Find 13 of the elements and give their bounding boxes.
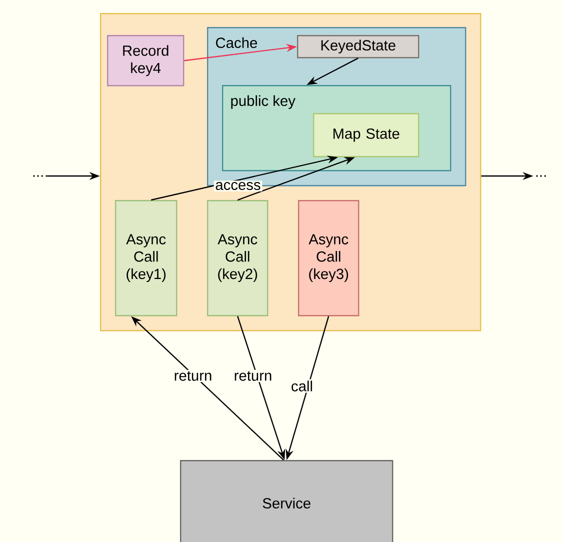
async-call-box: Async Call (key3) <box>298 200 360 316</box>
state-box: Map State <box>313 113 420 158</box>
edge-label: return <box>172 370 214 382</box>
state-box: KeyedState <box>297 35 420 58</box>
async-call-box: Async Call (key2) <box>207 200 268 316</box>
service-box: Service <box>180 460 394 542</box>
edge-label: access <box>214 180 262 192</box>
edge-label: return <box>232 370 274 382</box>
ellipsis-text: ... <box>33 175 43 177</box>
async-call-box: Async Call (key1) <box>115 200 178 316</box>
edge-label: call <box>290 379 314 393</box>
record-box: Record key4 <box>107 35 184 86</box>
ellipsis-text: ... <box>536 175 546 177</box>
